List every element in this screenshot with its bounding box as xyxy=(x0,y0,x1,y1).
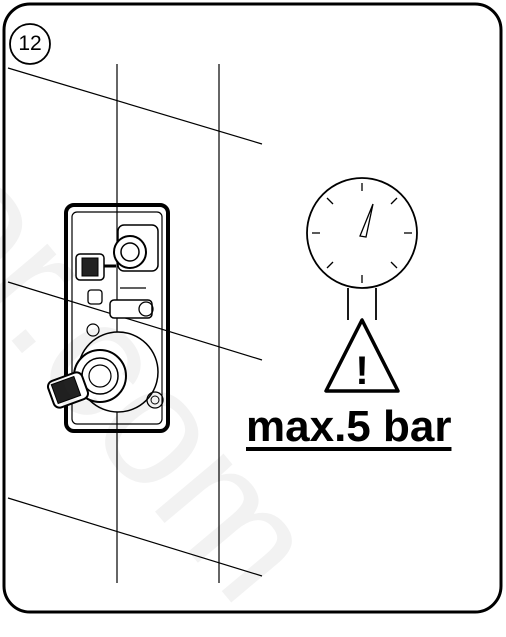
pressure-gauge-icon xyxy=(306,177,418,320)
wall-tile-lines xyxy=(7,64,263,583)
warning-triangle-icon: ! xyxy=(324,318,400,393)
warning-symbol: ! xyxy=(355,349,368,393)
instruction-panel: ! xyxy=(2,2,503,614)
max-pressure-label: max.5 bar xyxy=(246,402,452,451)
panel-border xyxy=(2,2,503,614)
concealed-mixer-icon xyxy=(46,203,170,433)
step-number-circle xyxy=(9,23,51,65)
step-number: 12 xyxy=(18,32,42,55)
